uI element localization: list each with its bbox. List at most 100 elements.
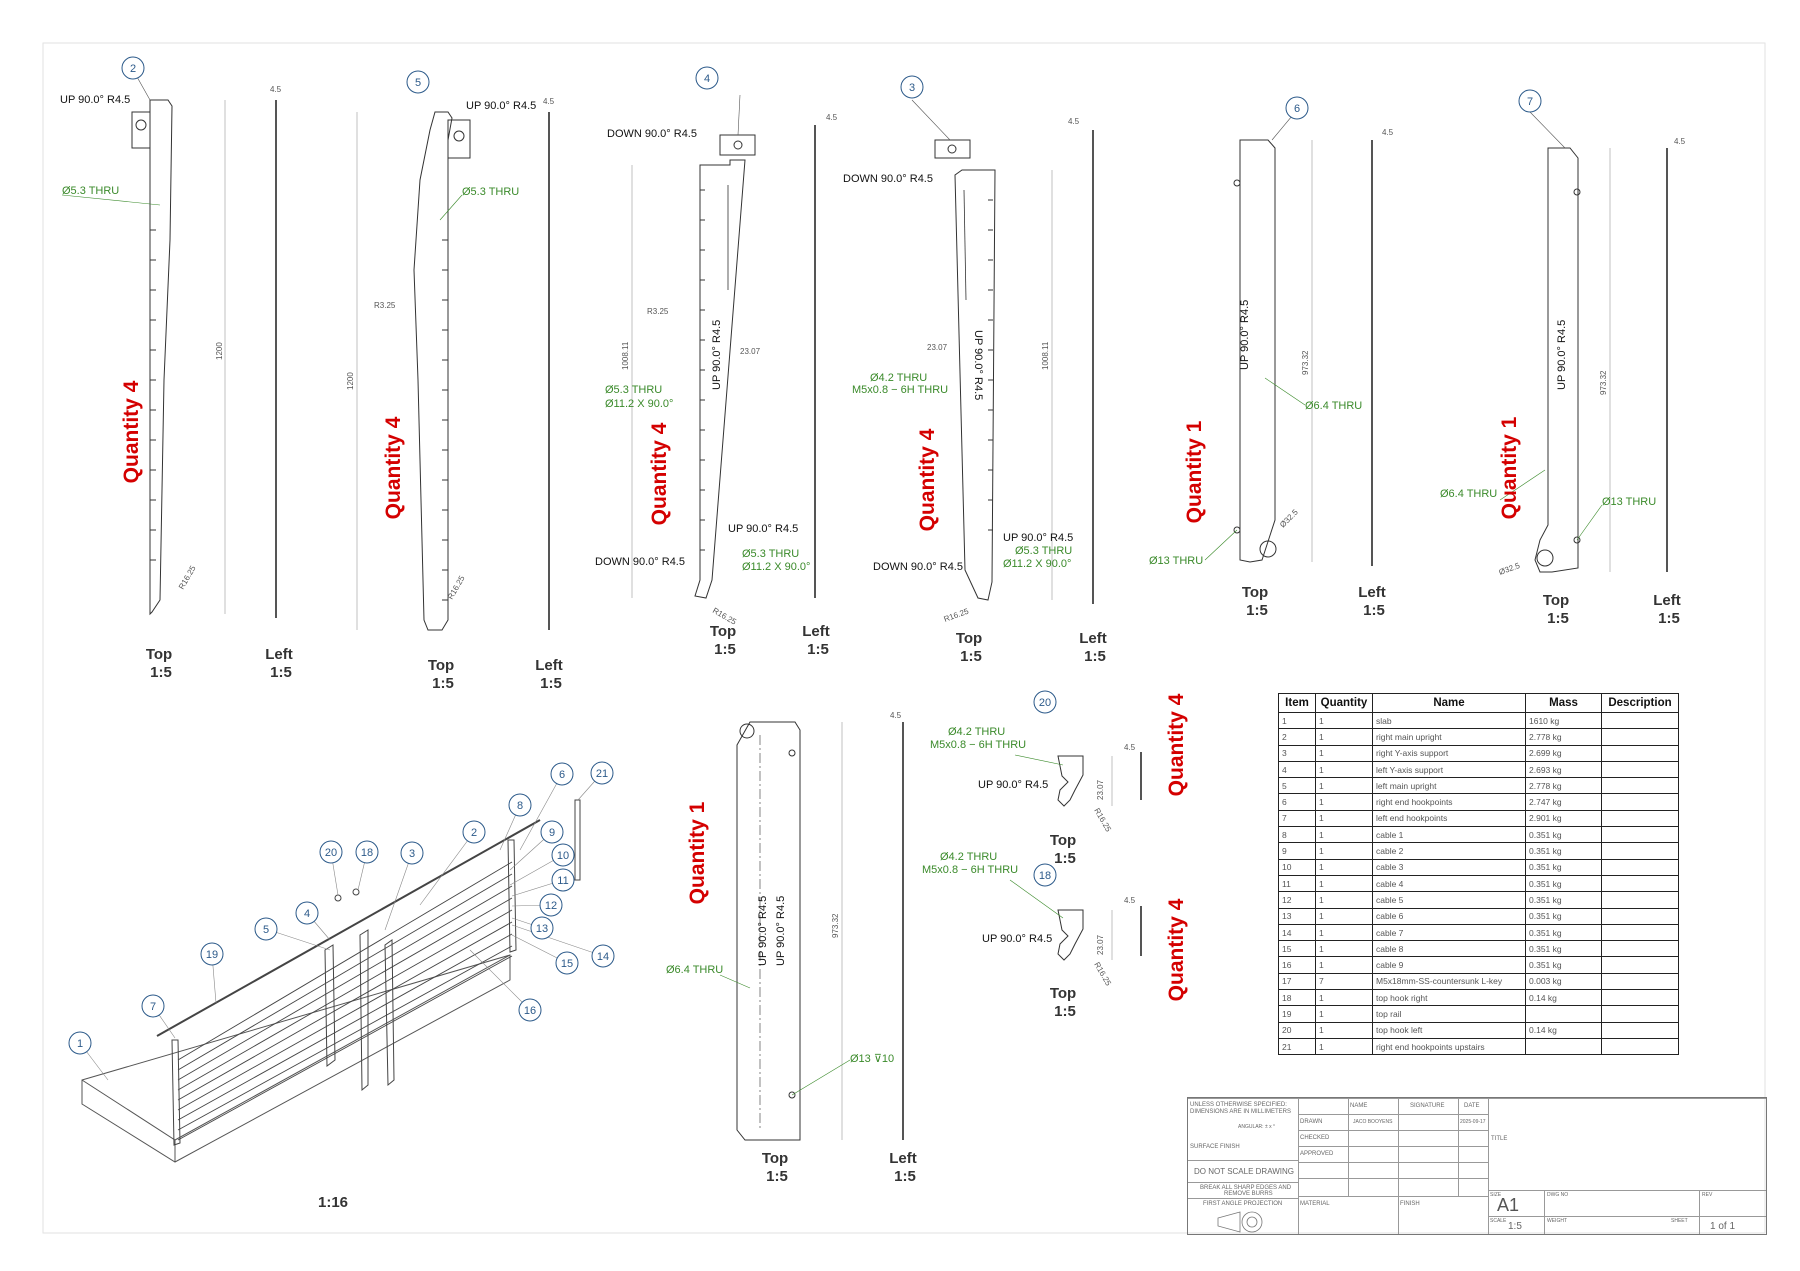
part-outline bbox=[736, 721, 801, 1141]
cs-note: Ø11.2 X 90.0° bbox=[1003, 558, 1071, 570]
bom-mass: 2.747 kg bbox=[1525, 793, 1602, 811]
width-dim: 23.07 bbox=[740, 347, 761, 356]
bom-quantity: 1 bbox=[1315, 728, 1373, 746]
balloon-number: 6 bbox=[1294, 103, 1300, 115]
bom-col-description: Description bbox=[1601, 693, 1679, 713]
length-dim: 1200 bbox=[346, 372, 355, 390]
tb-material: MATERIAL bbox=[1300, 1201, 1330, 1207]
balloon: 6 bbox=[550, 762, 574, 786]
view-left-y-support bbox=[631, 94, 816, 599]
hole-note: Ø13 THRU bbox=[1602, 496, 1656, 508]
view-right-end-hookpoints bbox=[1204, 109, 1373, 566]
tb-sheet: 1 of 1 bbox=[1710, 1221, 1736, 1232]
cable-set bbox=[177, 861, 513, 1141]
bom-name: left Y-axis support bbox=[1372, 760, 1526, 779]
bom-item: 11 bbox=[1278, 874, 1316, 893]
bom-name: top hook left bbox=[1372, 1021, 1526, 1039]
bend-note: UP 90.0° R4.5 bbox=[466, 100, 536, 112]
bom-description bbox=[1601, 1021, 1679, 1039]
quantity-label: Quantity 4 bbox=[120, 380, 143, 483]
bom-quantity: 1 bbox=[1315, 923, 1373, 942]
hook-tab bbox=[934, 139, 971, 159]
bom-name: right end hookpoints bbox=[1372, 793, 1526, 811]
balloon-number: 1 bbox=[77, 1038, 83, 1050]
balloon-number: 18 bbox=[361, 847, 373, 859]
part-outline bbox=[954, 169, 996, 601]
dia-dim: Ø32.5 bbox=[1498, 561, 1522, 577]
bend-note: UP 90.0° R4.5 bbox=[982, 933, 1052, 945]
view-7-labels: 7 Ø6.4 THRU Ø13 THRU UP 90.0° R4.5 973.3… bbox=[1440, 89, 1686, 627]
view-label-top: Top bbox=[1050, 832, 1076, 849]
bom-item: 13 bbox=[1278, 907, 1316, 925]
bom-quantity: 1 bbox=[1315, 1037, 1373, 1056]
balloon: 7 bbox=[141, 994, 165, 1018]
balloon bbox=[121, 56, 145, 80]
tb-projection: FIRST ANGLE PROJECTION bbox=[1203, 1201, 1283, 1207]
quantity-label: Quantity 4 bbox=[916, 428, 939, 531]
tb-date-header: DATE bbox=[1464, 1103, 1480, 1109]
bend-axis-note: UP 90.0° R4.5 bbox=[972, 330, 984, 400]
hole-note: Ø6.4 THRU bbox=[666, 964, 723, 976]
view-scale: 1:5 bbox=[150, 664, 172, 681]
leader bbox=[1529, 111, 1566, 149]
bom-mass: 0.351 kg bbox=[1525, 891, 1602, 909]
balloon bbox=[406, 70, 430, 94]
hole-note: Ø13 THRU bbox=[1149, 555, 1203, 567]
bom-item: 10 bbox=[1278, 858, 1316, 876]
length-dim: 1200 bbox=[215, 342, 224, 360]
bom-col-mass: Mass bbox=[1525, 693, 1602, 713]
bom-description bbox=[1601, 1005, 1679, 1023]
leader bbox=[1204, 529, 1238, 561]
hole-note: Ø5.3 THRU bbox=[62, 185, 119, 197]
bom-col-item: Item bbox=[1278, 693, 1316, 713]
quantity-label: Quantity 4 bbox=[1165, 898, 1188, 1001]
radius-dim: R3.25 bbox=[374, 301, 396, 310]
hole-note: Ø5.3 THRU bbox=[462, 186, 519, 198]
bend-axis-note: UP 90.0° R4.5 bbox=[1556, 320, 1568, 390]
upstairs-post bbox=[574, 799, 581, 881]
bom-description bbox=[1601, 793, 1679, 811]
length-dim: 1008.11 bbox=[621, 341, 630, 370]
balloon-number: 20 bbox=[1039, 697, 1051, 709]
dia-dim: Ø32.5 bbox=[1278, 507, 1300, 529]
bom-name: cable 1 bbox=[1372, 826, 1526, 844]
view-label-top: Top bbox=[146, 646, 172, 663]
balloon: 19 bbox=[200, 942, 224, 966]
balloon-number: 10 bbox=[557, 850, 569, 862]
bom-mass bbox=[1525, 1037, 1602, 1056]
balloon bbox=[695, 66, 719, 90]
view-right-end-hookpoints-upstairs bbox=[719, 721, 904, 1141]
bom-name: left end hookpoints bbox=[1372, 809, 1526, 828]
slot-hole bbox=[135, 119, 147, 131]
hole bbox=[1233, 526, 1241, 534]
bom-quantity: 1 bbox=[1315, 744, 1373, 762]
balloon bbox=[900, 75, 924, 99]
thickness-dim: 4.5 bbox=[1382, 128, 1394, 137]
bom-description bbox=[1601, 744, 1679, 762]
balloon-number: 11 bbox=[557, 875, 568, 887]
bom-quantity: 1 bbox=[1315, 891, 1373, 909]
leader bbox=[719, 974, 751, 989]
thickness-dim: 4.5 bbox=[270, 85, 282, 94]
balloon: 15 bbox=[555, 951, 579, 975]
radius-dim: R16.25 bbox=[446, 574, 467, 601]
width-dim: 23.07 bbox=[927, 343, 948, 352]
bend-axis-note: UP 90.0° R4.5 bbox=[1239, 300, 1251, 370]
bom-name: top hook right bbox=[1372, 989, 1526, 1007]
bom-name: cable 6 bbox=[1372, 907, 1526, 925]
bom-quantity: 1 bbox=[1315, 711, 1373, 730]
end-post bbox=[171, 1039, 181, 1146]
notch-row bbox=[700, 189, 705, 551]
hole-note: Ø5.3 THRU bbox=[1015, 545, 1072, 557]
bom-quantity: 1 bbox=[1315, 826, 1373, 844]
bom-description bbox=[1601, 711, 1679, 730]
bom-name: right main upright bbox=[1372, 728, 1526, 746]
balloon-number: 21 bbox=[596, 768, 608, 780]
bom-col-name: Name bbox=[1372, 693, 1526, 713]
view-label-top: Top bbox=[1242, 584, 1268, 601]
balloon: 21 bbox=[590, 761, 614, 785]
bom-description bbox=[1601, 891, 1679, 909]
